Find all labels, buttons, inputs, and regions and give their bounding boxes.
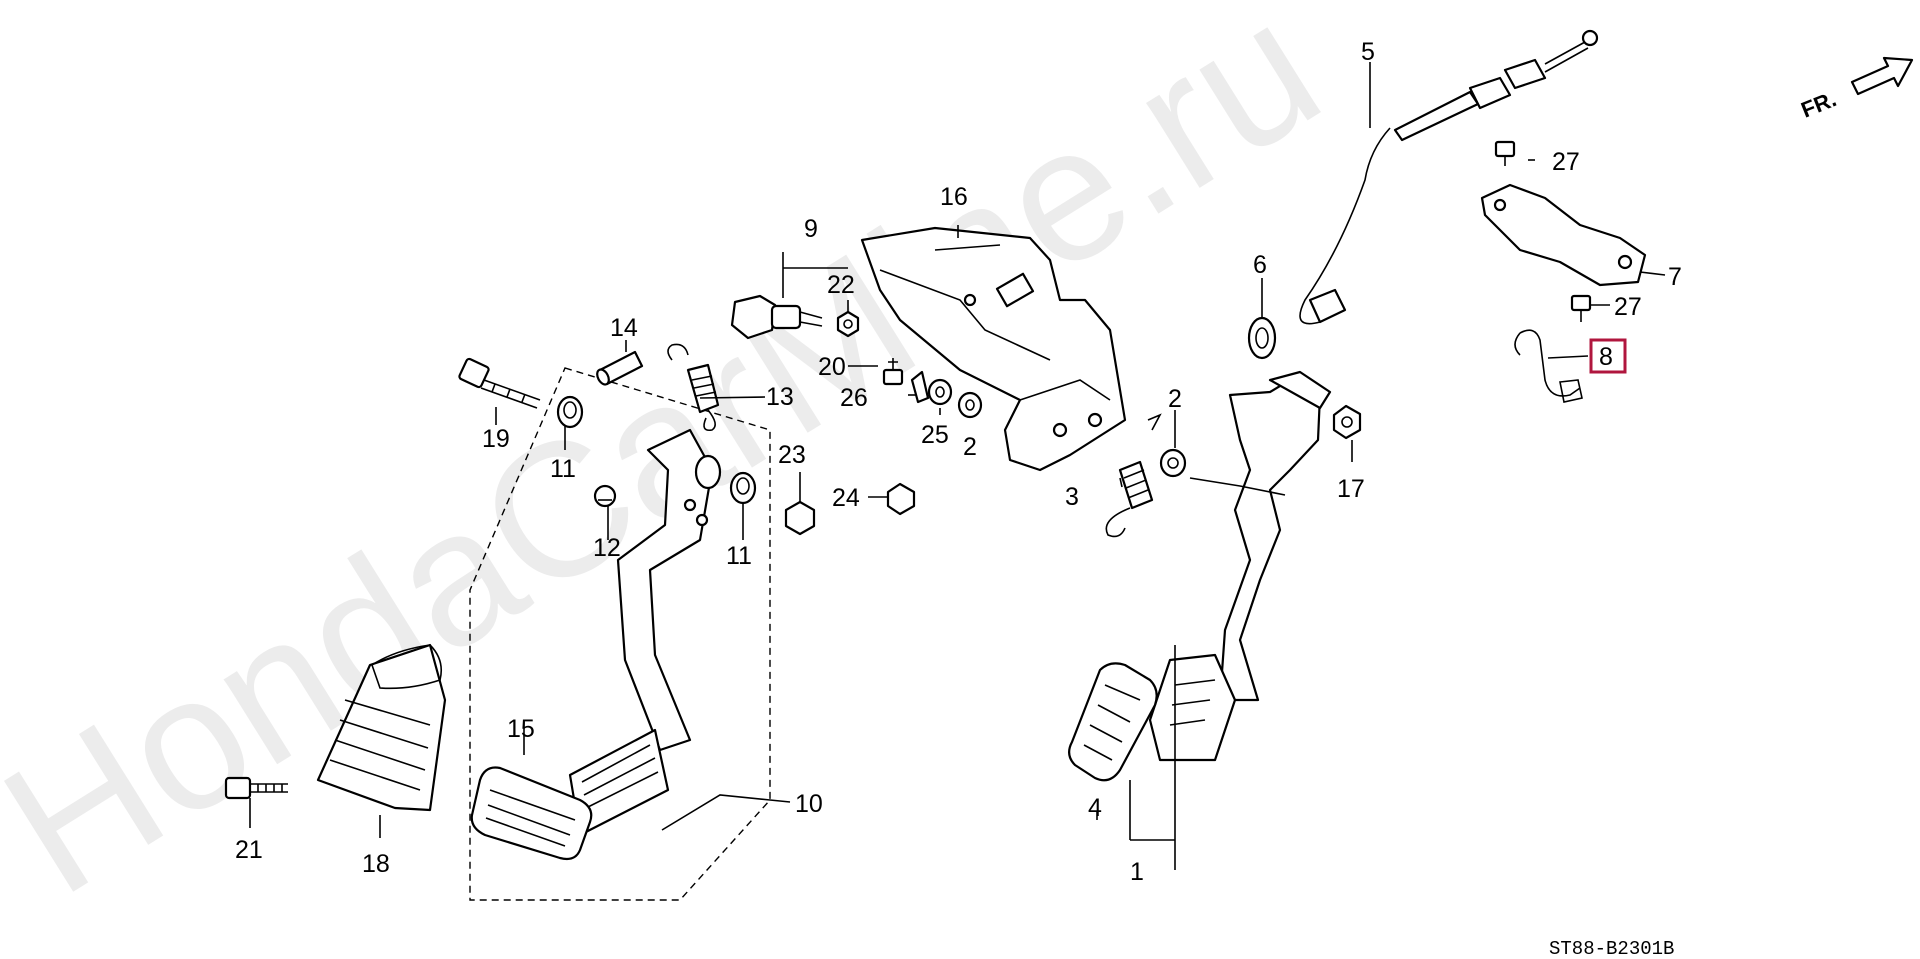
callout-17[interactable]: 17 — [1337, 475, 1365, 503]
callout-1[interactable]: 1 — [1130, 858, 1144, 886]
part-18-pedal-cover — [316, 643, 447, 812]
pedal-assembly-outline — [469, 367, 771, 901]
part-23-nut — [784, 500, 816, 536]
part-21-bolt — [224, 776, 288, 800]
callout-2-right[interactable]: 2 — [1168, 385, 1182, 413]
callout-22[interactable]: 22 — [827, 271, 855, 299]
part-13-spring — [667, 343, 720, 432]
callout-16[interactable]: 16 — [940, 183, 968, 211]
callout-labels: 1 2 2 3 4 5 6 7 8 9 10 11 11 12 13 14 15… — [235, 38, 1682, 886]
leader-lines — [249, 62, 1666, 870]
callout-5[interactable]: 5 — [1361, 38, 1375, 66]
part-19-bolt — [458, 357, 541, 409]
callout-12[interactable]: 12 — [593, 534, 621, 562]
highlight-box-part-8 — [1589, 338, 1627, 374]
accelerator-pedal-arm — [1148, 370, 1332, 762]
part-3-spring — [1105, 413, 1162, 538]
callout-21[interactable]: 21 — [235, 836, 263, 864]
front-direction-indicator: FR. — [1798, 56, 1914, 123]
callout-25[interactable]: 25 — [921, 421, 949, 449]
part-6-grommet — [1247, 316, 1277, 360]
part-22-nut — [836, 310, 860, 338]
callout-15[interactable]: 15 — [507, 715, 535, 743]
part-24-nut — [886, 482, 916, 516]
callout-24[interactable]: 24 — [832, 484, 860, 512]
callout-7[interactable]: 7 — [1668, 263, 1682, 291]
part-27-bolt-bottom — [1570, 294, 1592, 322]
part-20-bolt — [882, 358, 904, 386]
callout-14[interactable]: 14 — [610, 314, 638, 342]
part-2-washer-right — [1159, 448, 1187, 478]
part-15-pedal-pad — [470, 766, 593, 861]
callout-10[interactable]: 10 — [795, 790, 823, 818]
callout-27-top[interactable]: 27 — [1552, 148, 1580, 176]
part-2-washer-left — [957, 391, 983, 419]
part-17-nut — [1332, 404, 1362, 440]
part-11-bushing-right — [729, 471, 757, 505]
arrow-right-icon — [1850, 56, 1914, 96]
part-8-spring-clip — [1514, 329, 1583, 403]
part-5-throttle-cable — [1299, 29, 1599, 325]
callout-13[interactable]: 13 — [766, 383, 794, 411]
part-25-washer — [927, 378, 953, 406]
part-27-bolt-top — [1494, 140, 1516, 166]
callout-27-bottom[interactable]: 27 — [1614, 293, 1642, 321]
front-label: FR. — [1798, 86, 1840, 122]
callout-6[interactable]: 6 — [1253, 251, 1267, 279]
callout-19[interactable]: 19 — [482, 425, 510, 453]
callout-8[interactable]: 8 — [1599, 343, 1613, 371]
part-9-switch — [730, 294, 823, 340]
callout-26[interactable]: 26 — [840, 384, 868, 412]
callout-20[interactable]: 20 — [818, 353, 846, 381]
callout-4[interactable]: 4 — [1088, 794, 1102, 822]
part-11-bushing-left — [556, 395, 584, 429]
callout-2-left[interactable]: 2 — [963, 433, 977, 461]
callout-3[interactable]: 3 — [1065, 483, 1079, 511]
part-12-stopper — [593, 484, 617, 508]
callout-9[interactable]: 9 — [804, 215, 818, 243]
part-14-pin — [596, 350, 644, 386]
part-16-pedal-bracket — [860, 226, 1127, 472]
part-4-accelerator-pad — [1068, 662, 1158, 782]
callout-23[interactable]: 23 — [778, 441, 806, 469]
part-7-bracket — [1480, 183, 1647, 287]
brake-pedal-arm — [568, 428, 722, 837]
diagram-code: ST88-B2301B — [1549, 938, 1674, 959]
callout-11-right[interactable]: 11 — [726, 542, 752, 570]
callout-18[interactable]: 18 — [362, 850, 390, 878]
callout-11-left[interactable]: 11 — [550, 455, 576, 483]
